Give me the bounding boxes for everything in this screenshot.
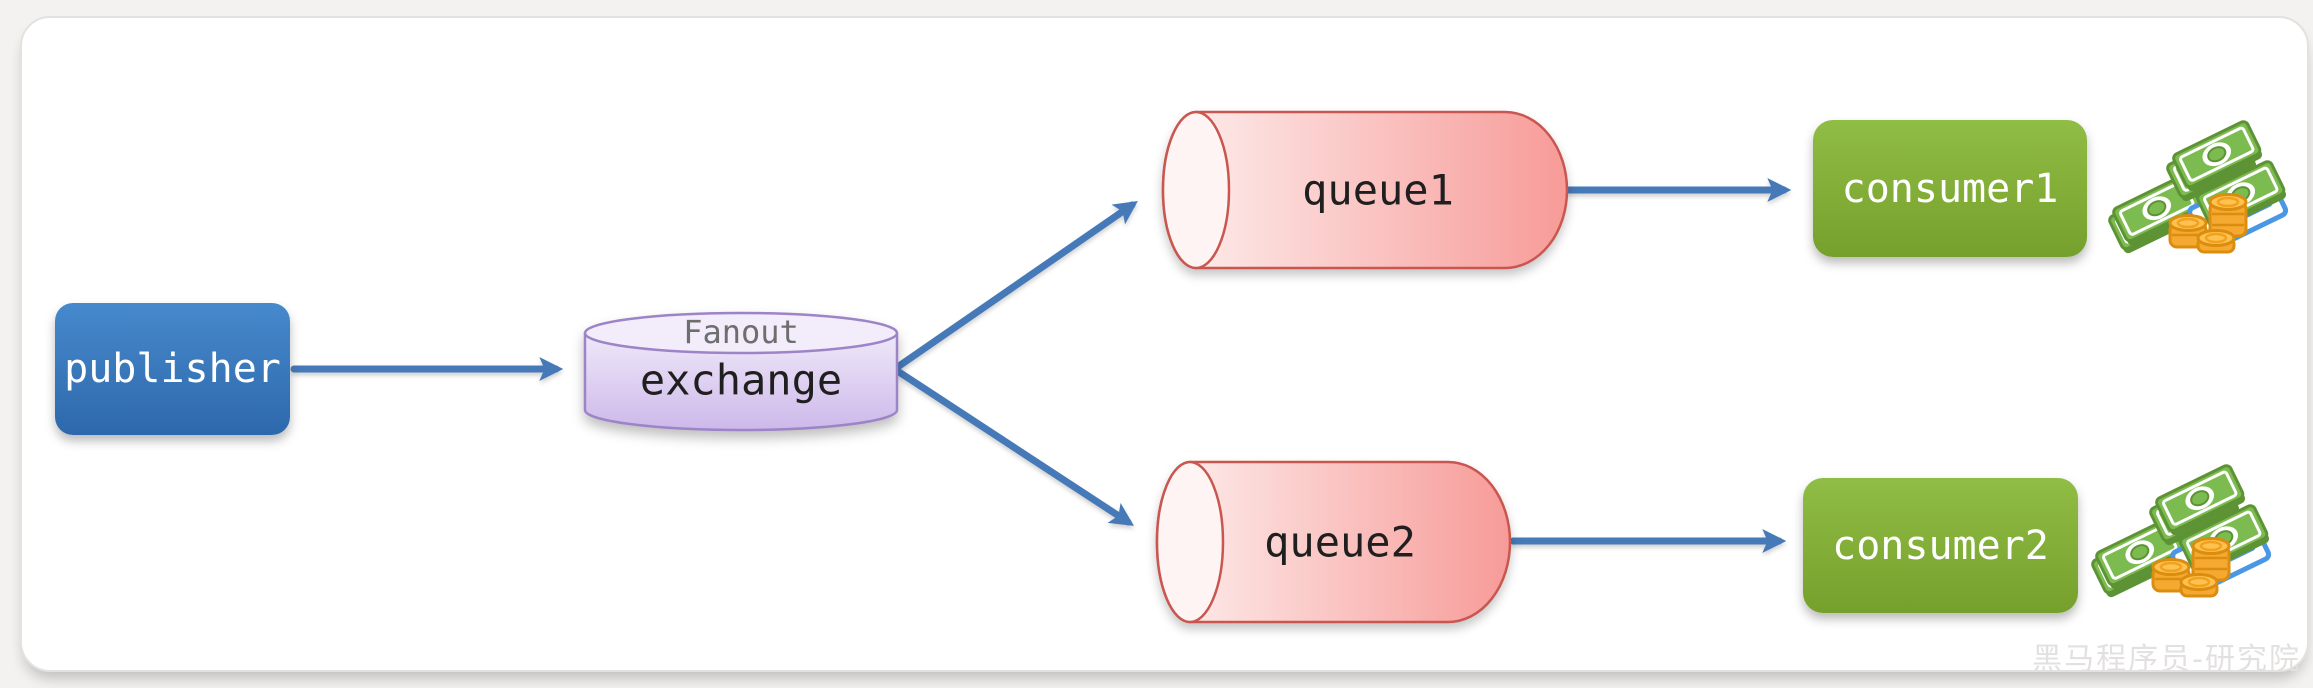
consumer2-node: consumer2 — [1803, 478, 2078, 613]
publisher-label: publisher — [64, 346, 281, 392]
exchange-type-label: Fanout — [683, 313, 799, 351]
watermark-text: 黑马程序员-研究院 — [2032, 642, 2301, 677]
publisher-node: publisher — [55, 303, 290, 435]
consumer1-label: consumer1 — [1841, 165, 2059, 212]
queue2-label: queue2 — [1264, 517, 1416, 567]
exchange-label: exchange — [639, 355, 843, 405]
queue1-label: queue1 — [1302, 165, 1454, 215]
consumer2-label: consumer2 — [1832, 522, 2049, 569]
consumer1-node: consumer1 — [1813, 120, 2087, 257]
